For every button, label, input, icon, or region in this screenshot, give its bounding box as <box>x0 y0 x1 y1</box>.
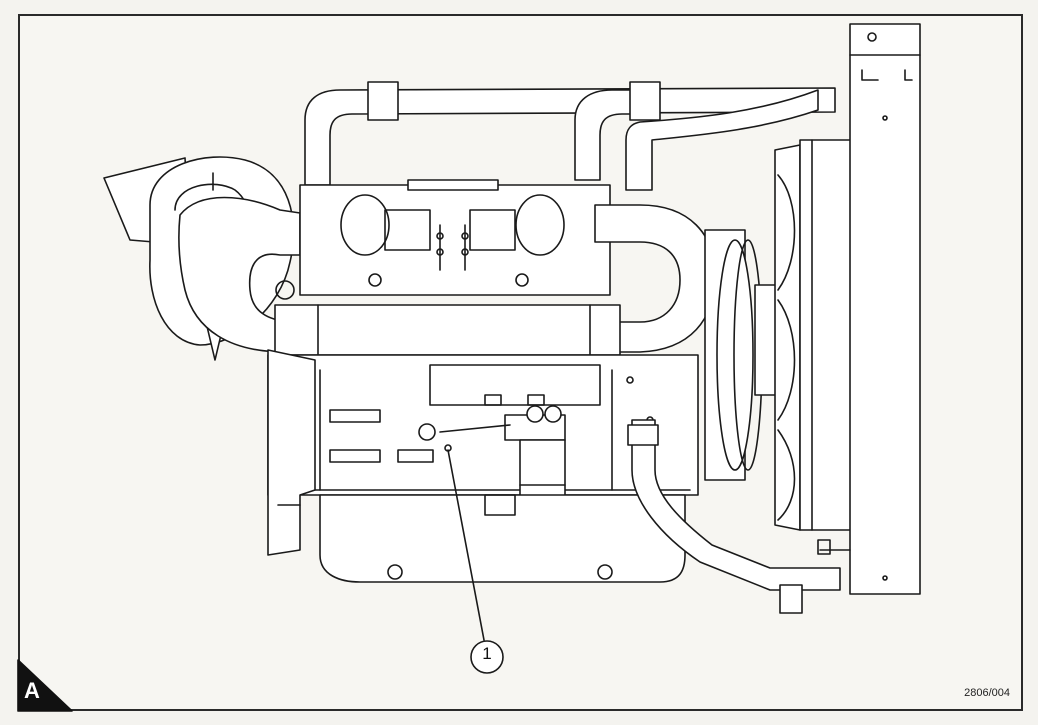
radiator-core <box>799 139 856 531</box>
engine-block <box>267 354 699 496</box>
lower-coolant-pipe <box>627 419 841 614</box>
turbocharger-assembly <box>299 179 611 296</box>
figure-reference-code: 2806/004 <box>964 687 1010 699</box>
charge-air-pipe <box>274 280 621 356</box>
radiator-fan <box>774 144 801 531</box>
figure-letter: A <box>24 678 40 703</box>
callout-number: 1 <box>482 644 492 663</box>
intake-elbow-right <box>594 204 716 353</box>
fan-drive-pulleys <box>704 229 778 481</box>
flywheel-housing-plate <box>267 349 316 556</box>
radiator-frame <box>817 23 921 595</box>
callout-1 <box>447 449 504 674</box>
intake-elbow-left <box>178 196 321 353</box>
oil-sump <box>319 494 686 583</box>
top-coolant-pipe <box>304 81 836 191</box>
corner-marker <box>17 659 73 712</box>
